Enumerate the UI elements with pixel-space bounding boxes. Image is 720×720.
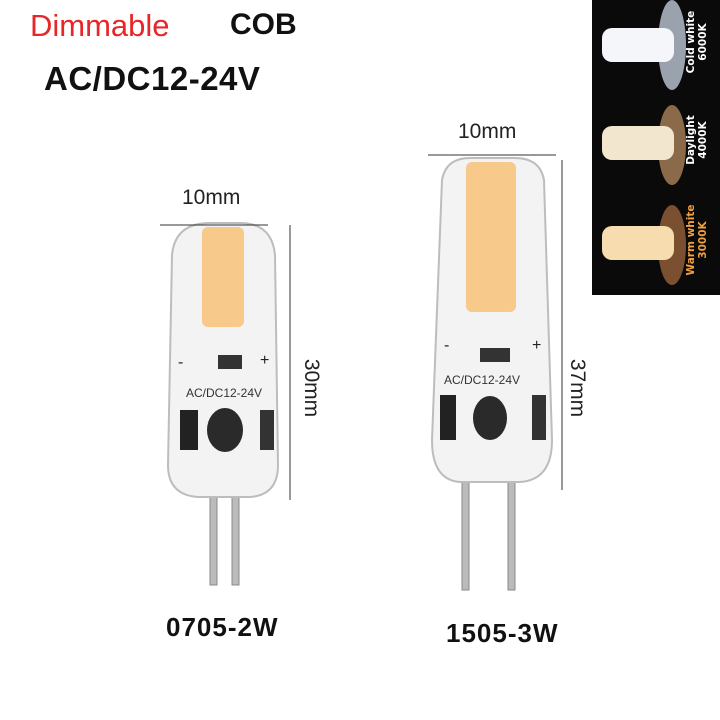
bulb-1505-height: 37mm [566, 358, 590, 418]
svg-text:-: - [444, 337, 449, 354]
bulb-1505-illustration: AC/DC12-24V - + [430, 157, 554, 591]
svg-text:+: + [532, 337, 541, 354]
chip-text: AC/DC12-24V [444, 373, 520, 387]
dimmable-label: Dimmable [30, 8, 170, 43]
warm-white-label: Warm white 3000K [685, 204, 709, 276]
bulb-1505-width: 10mm [458, 120, 517, 143]
bulb-0705-dimension-lines [160, 224, 291, 500]
bulb-1505-model: 1505-3W [446, 618, 559, 648]
chip-text: AC/DC12-24V [186, 386, 262, 400]
bulb-1505-dimension-lines [428, 154, 563, 490]
daylight-label: Daylight 4000K [685, 115, 709, 165]
bulb-0705-model: 0705-2W [166, 612, 279, 642]
bulb-0705-height: 30mm [300, 358, 324, 418]
cob-label: COB [230, 8, 297, 41]
svg-text:-: - [178, 354, 183, 371]
svg-text:+: + [260, 352, 269, 369]
voltage-label: AC/DC12-24V [44, 60, 261, 97]
cold-white-label: Cold white 6000K [685, 10, 709, 74]
color-temperature-panel: Cold white 6000K Daylight 4000K Warm whi… [592, 0, 720, 295]
bulb-0705-width: 10mm [182, 186, 241, 209]
